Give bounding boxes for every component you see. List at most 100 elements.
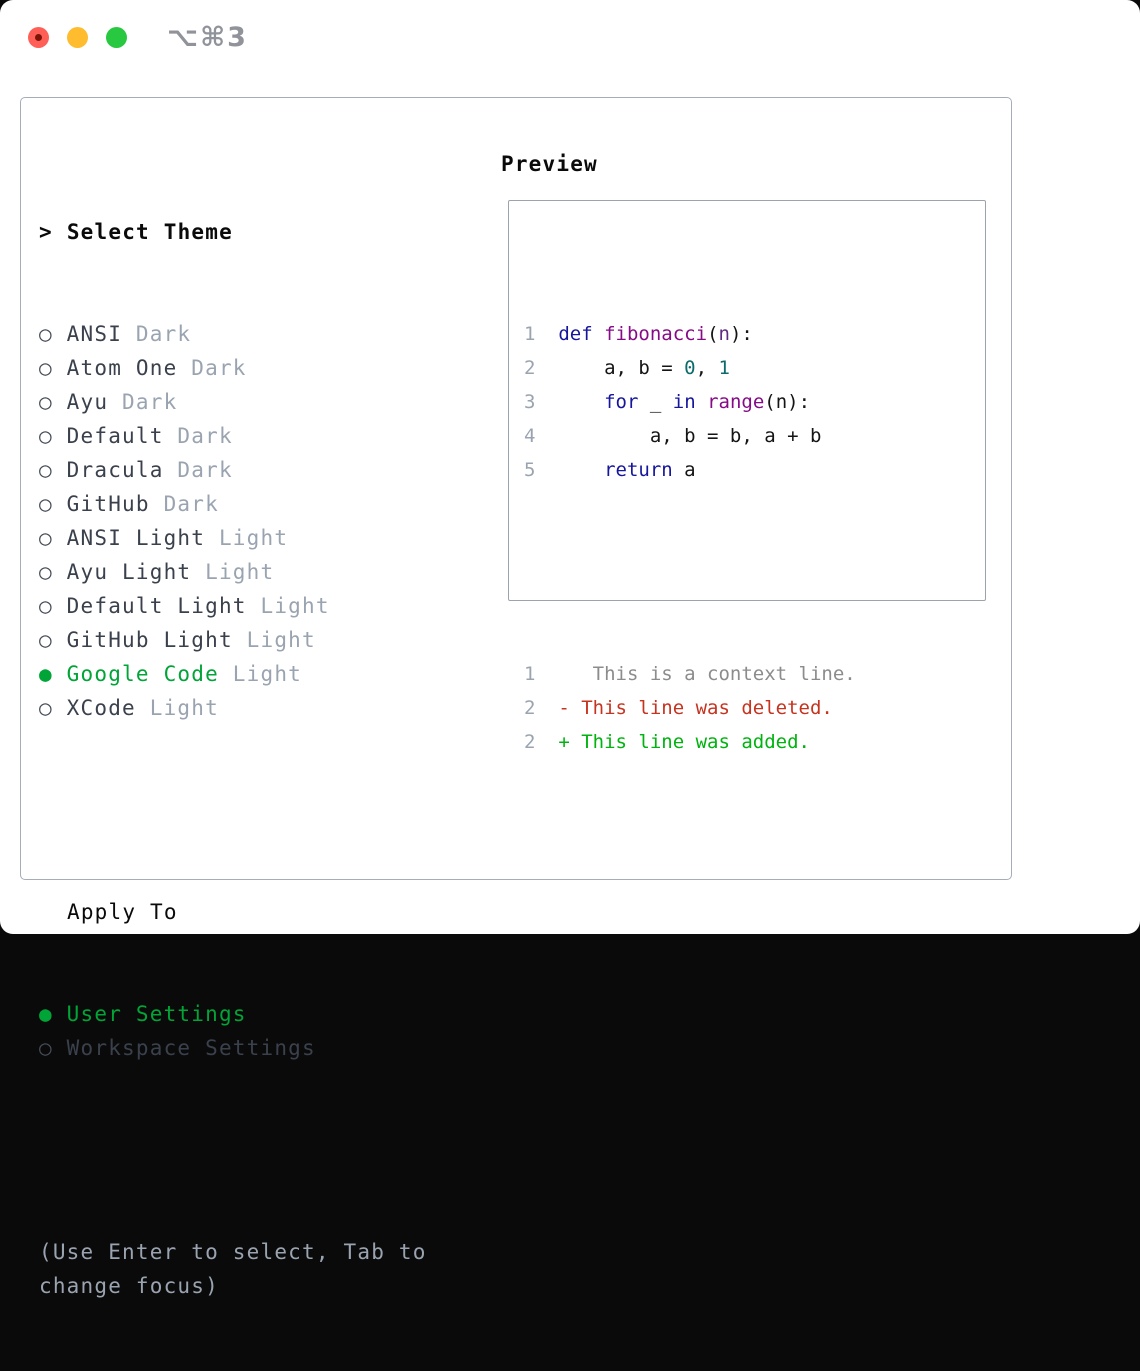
radio-icon: ○ [39, 526, 53, 550]
theme-option[interactable]: ○ Atom One Dark [39, 351, 494, 385]
token-number: 0 [684, 357, 696, 379]
theme-variant-tag: Dark [177, 356, 247, 380]
token-plain: ( [707, 323, 719, 345]
token-plain [558, 459, 604, 481]
radio-selected-icon: ● [39, 1002, 53, 1026]
token-lineno: 3 [524, 391, 559, 413]
preview-title: Preview [501, 152, 598, 176]
theme-variant-tag: Dark [163, 424, 233, 448]
token-keyword: in [672, 391, 696, 413]
token-lineno: 4 [524, 425, 559, 447]
traffic-light-close[interactable] [28, 27, 49, 48]
theme-option[interactable]: ○ GitHub Light Light [39, 623, 494, 657]
theme-variant-tag: Light [135, 696, 219, 720]
token-plain: _ [638, 391, 673, 413]
code-line: 4 a, b = b, a + b [524, 419, 856, 453]
code-line: 1 def fibonacci(n): [524, 317, 856, 351]
apply-to-option[interactable]: ● User Settings [39, 997, 494, 1031]
code-line: 5 return a [524, 453, 856, 487]
theme-option[interactable]: ○ Default Light Light [39, 589, 494, 623]
token-lineno: 2 [524, 697, 559, 719]
code-line: 2 a, b = 0, 1 [524, 351, 856, 385]
token-plain: ): [729, 323, 753, 345]
token-plain [696, 391, 707, 413]
diff-line: 2 + This line was added. [524, 725, 856, 759]
radio-icon: ○ [39, 1036, 53, 1060]
token-plain: , [695, 357, 719, 379]
token-plain: (n): [764, 391, 811, 413]
theme-name: Ayu Light [52, 560, 192, 584]
theme-variant-tag: Light [232, 628, 316, 652]
apply-to-list: ● User Settings○ Workspace Settings [39, 997, 494, 1065]
token-keyword: return [604, 459, 673, 481]
token-plain [558, 391, 604, 413]
theme-variant-tag: Dark [108, 390, 178, 414]
apply-to-label: Workspace Settings [52, 1036, 316, 1060]
theme-option[interactable]: ● Google Code Light [39, 657, 494, 691]
theme-variant-tag: Dark [149, 492, 219, 516]
theme-name: Ayu [52, 390, 109, 414]
theme-variant-tag: Dark [163, 458, 233, 482]
code-line: 3 for _ in range(n): [524, 385, 856, 419]
theme-option[interactable]: ○ Dracula Dark [39, 453, 494, 487]
theme-option[interactable]: ○ Ayu Dark [39, 385, 494, 419]
traffic-light-zoom[interactable] [106, 27, 127, 48]
theme-variant-tag: Light [205, 526, 289, 550]
token-context: This is a context line. [558, 663, 856, 685]
traffic-light-inner-dot [35, 34, 42, 41]
diff-line: 2 - This line was deleted. [524, 691, 856, 725]
radio-icon: ○ [39, 424, 53, 448]
apply-to-header: Apply To [67, 900, 178, 924]
radio-icon: ○ [39, 628, 53, 652]
theme-option[interactable]: ○ GitHub Dark [39, 487, 494, 521]
theme-name: XCode [52, 696, 136, 720]
token-number: 1 [718, 357, 730, 379]
theme-picker-panel: >Select Theme ○ ANSI Dark○ Atom One Dark… [20, 97, 1012, 1298]
radio-icon: ○ [39, 458, 53, 482]
theme-name: Google Code [52, 662, 219, 686]
theme-variant-tag: Light [218, 662, 303, 686]
theme-option[interactable]: ○ ANSI Light Light [39, 521, 494, 555]
theme-option[interactable]: ○ XCode Light [39, 691, 494, 725]
spacer [39, 1133, 494, 1167]
blank-line [524, 555, 856, 589]
diff-sample: 1 This is a context line.2 - This line w… [524, 657, 856, 759]
diff-line: 1 This is a context line. [524, 657, 856, 691]
token-lineno: 1 [524, 663, 559, 685]
select-theme-title: Select Theme [66, 220, 233, 244]
radio-icon: ○ [39, 492, 53, 516]
radio-selected-icon: ● [39, 662, 53, 686]
cursor-icon: > [39, 220, 53, 244]
traffic-light-minimize[interactable] [67, 27, 88, 48]
apply-to-option[interactable]: ○ Workspace Settings [39, 1031, 494, 1065]
token-lineno: 5 [524, 459, 559, 481]
help-text: (Use Enter to select, Tab to change focu… [39, 1240, 427, 1298]
token-plain: a, b = b, a + b [558, 425, 822, 447]
radio-icon: ○ [39, 560, 53, 584]
token-deleted: - This line was deleted. [558, 697, 833, 719]
theme-option[interactable]: ○ ANSI Dark [39, 317, 494, 351]
token-function: range [707, 391, 765, 413]
theme-option[interactable]: ○ Ayu Light Light [39, 555, 494, 589]
theme-option[interactable]: ○ Default Dark [39, 419, 494, 453]
theme-variant-tag: Dark [122, 322, 192, 346]
radio-icon: ○ [39, 390, 53, 414]
theme-name: ANSI Light [52, 526, 206, 550]
theme-variant-tag: Light [246, 594, 330, 618]
token-keyword: for [604, 391, 639, 413]
radio-icon: ○ [39, 356, 53, 380]
spacer [39, 793, 494, 827]
token-lineno: 1 [524, 323, 559, 345]
token-lineno: 2 [524, 731, 559, 753]
token-plain [593, 323, 604, 345]
token-added: + This line was added. [558, 731, 810, 753]
radio-icon: ○ [39, 594, 53, 618]
app-window: ⌥⌘3 >Select Theme ○ ANSI Dark○ Atom One … [0, 0, 1140, 1298]
token-param: n [718, 323, 730, 345]
token-keyword: def [558, 323, 593, 345]
theme-name: Default Light [52, 594, 247, 618]
theme-name: ANSI [52, 322, 123, 346]
